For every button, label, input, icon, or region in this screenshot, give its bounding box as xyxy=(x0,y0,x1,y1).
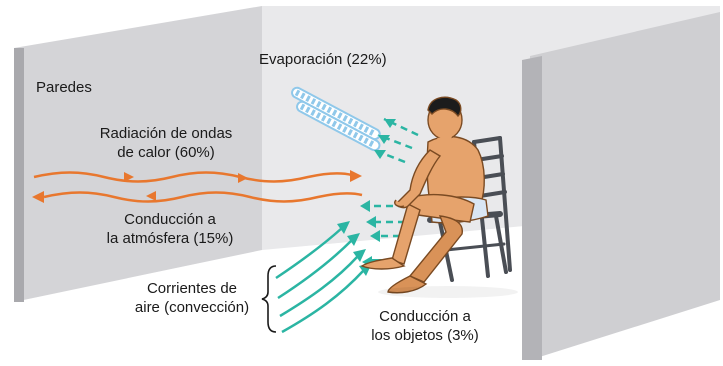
right-wall-edge xyxy=(522,56,542,360)
seated-person xyxy=(360,96,489,294)
radiation-arrows xyxy=(32,170,363,203)
floor-shadow xyxy=(378,286,518,298)
walls-label: Paredes xyxy=(36,79,92,96)
radiation-label-line2: de calor (60%) xyxy=(117,144,215,161)
convection-brace xyxy=(261,265,277,333)
radiation-label-line1: Radiación de ondas xyxy=(99,125,233,142)
left-wall xyxy=(14,6,262,302)
convection-label-line2: aire (convección) xyxy=(134,299,250,316)
conduction-objects-label-line1: Conducción a xyxy=(379,308,471,325)
left-wall-edge xyxy=(14,48,24,302)
evaporation-waves xyxy=(291,86,381,152)
evaporation-label: Evaporación (22%) xyxy=(259,51,387,68)
evaporation-arrows xyxy=(373,117,419,164)
conduction-air-label: Conducción a la atmósfera (15%) xyxy=(82,210,258,248)
conduction-objects-label: Conducción a los objetos (3%) xyxy=(360,307,490,345)
radiation-label: Radiación de ondas de calor (60%) xyxy=(78,124,254,162)
convection-arrows xyxy=(275,221,372,334)
conduction-air-label-line2: la atmósfera (15%) xyxy=(106,230,234,247)
convection-label: Corrientes de aire (convección) xyxy=(122,279,262,317)
right-wall xyxy=(530,12,720,360)
convection-label-line1: Corrientes de xyxy=(146,280,238,297)
room-walls xyxy=(14,6,720,360)
conduction-air-label-line1: Conducción a xyxy=(124,211,216,228)
conduction-objects-label-line2: los objetos (3%) xyxy=(371,327,479,344)
